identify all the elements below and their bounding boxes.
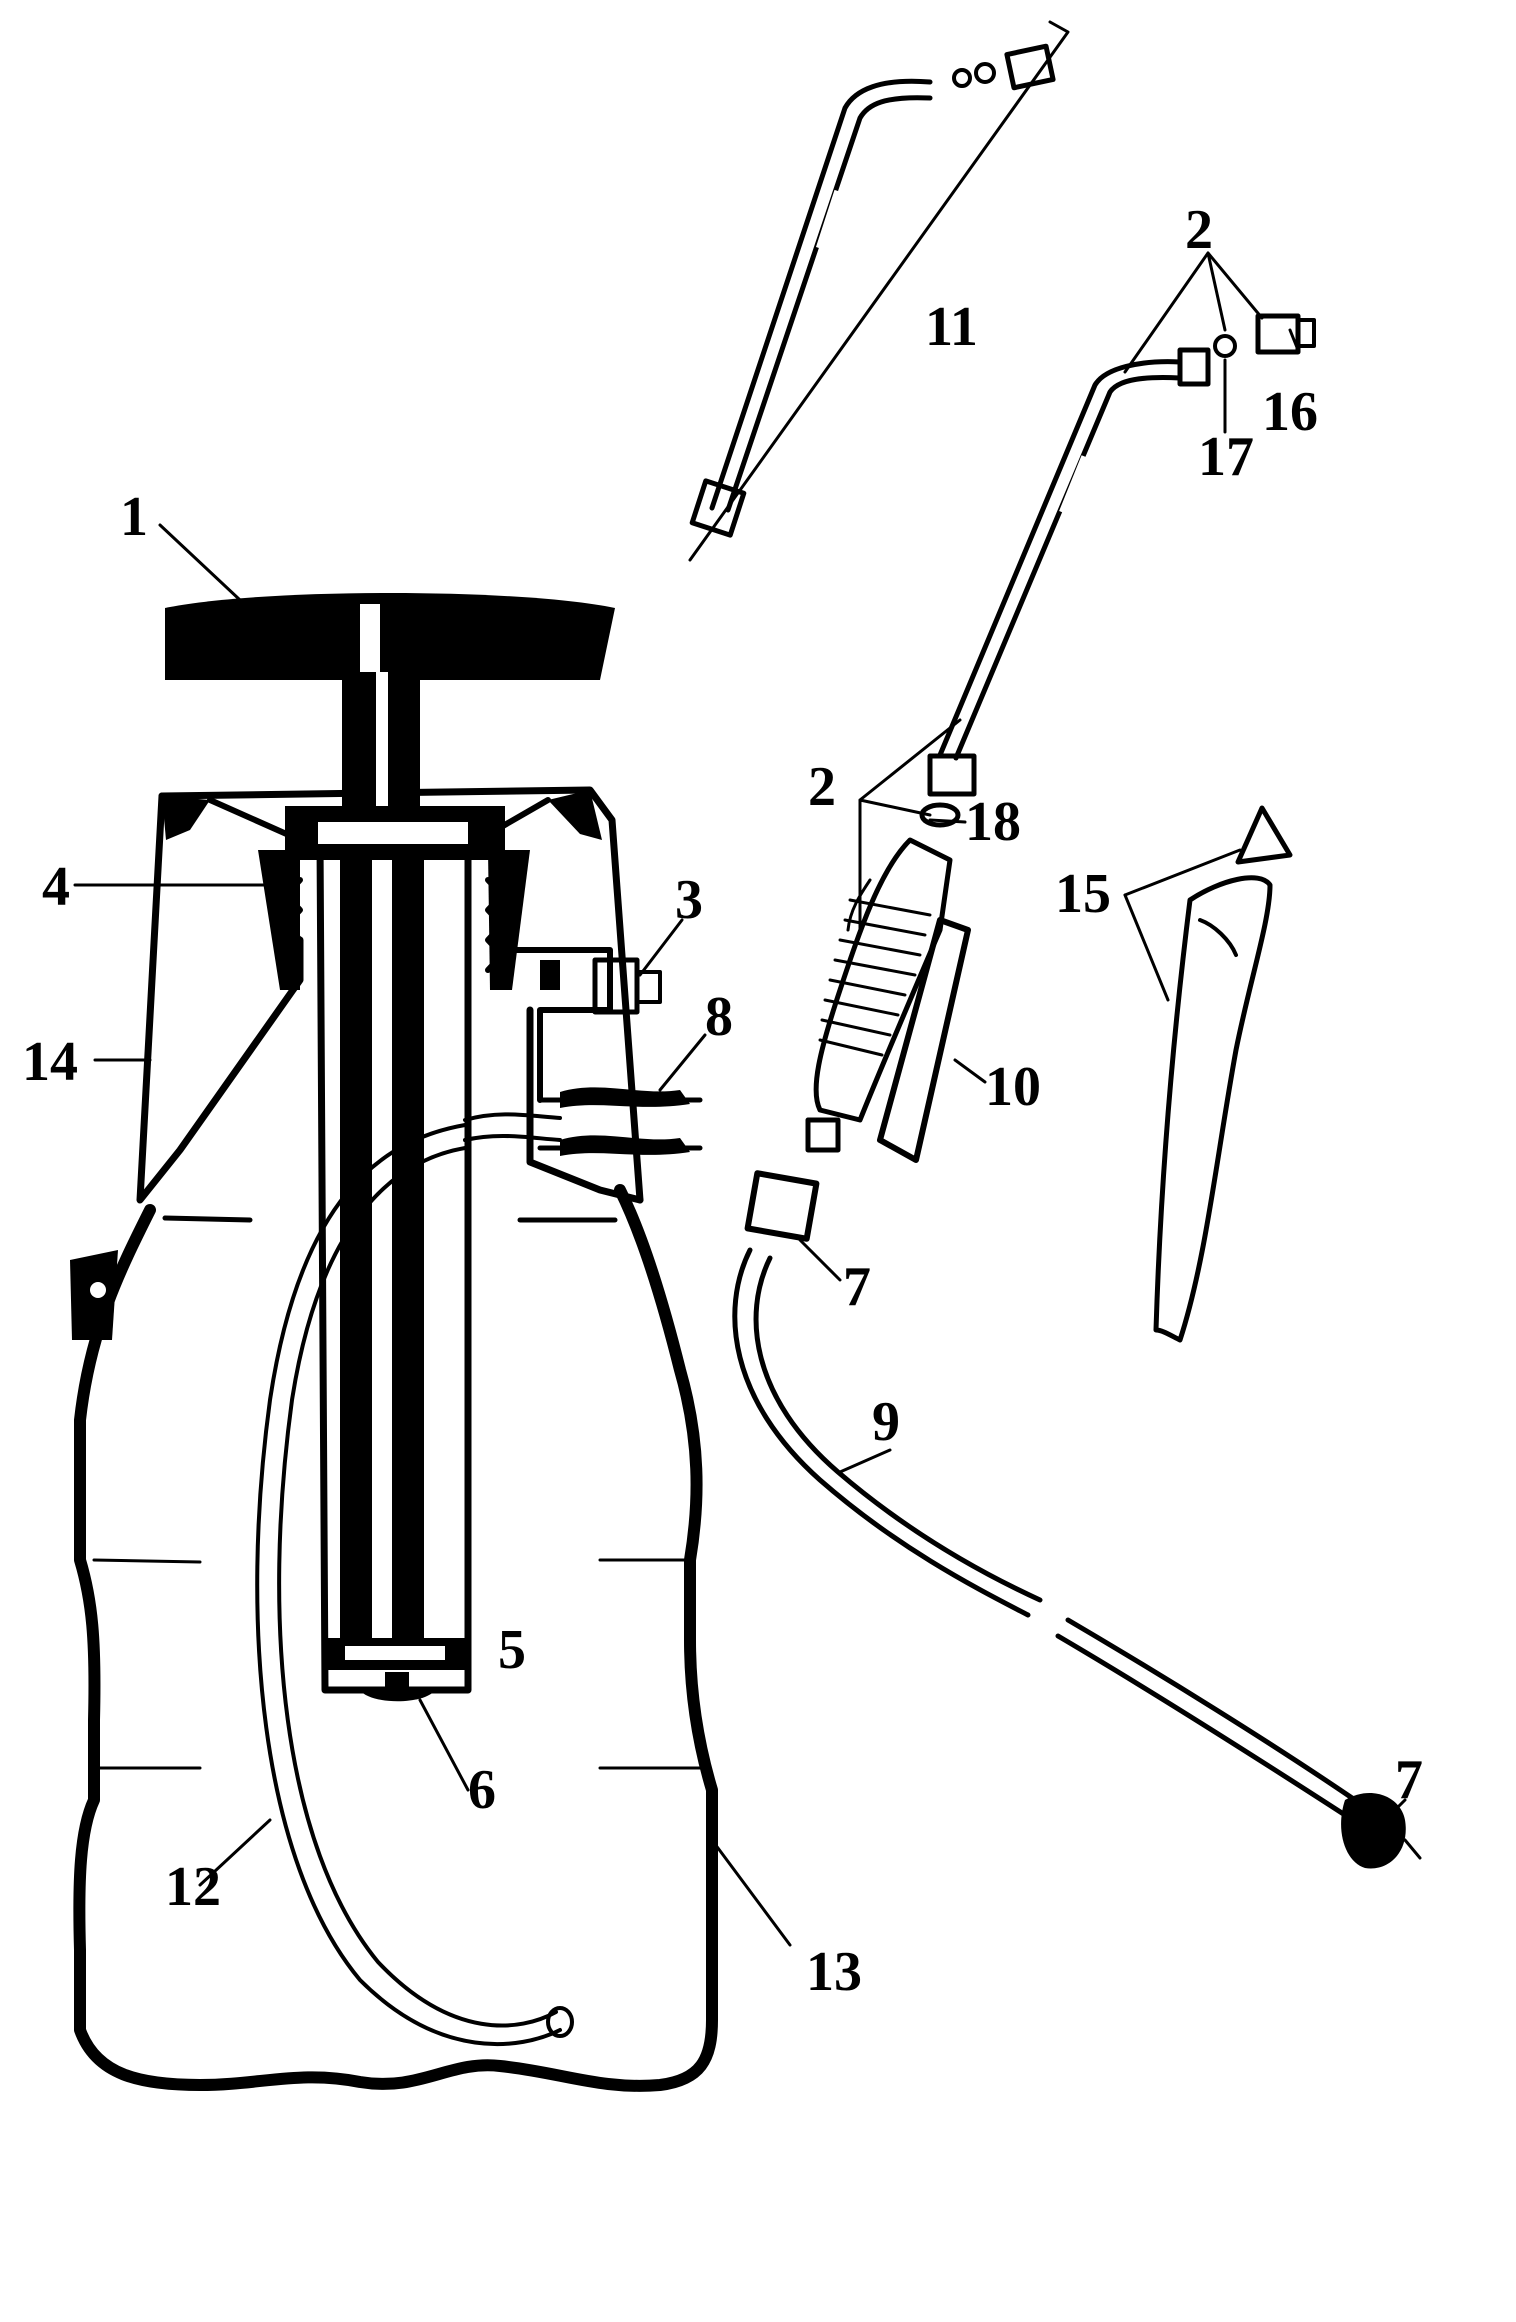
shoulder-strap (1153, 805, 1293, 1343)
pump-handle (165, 593, 615, 832)
label-lance-washer: 18 (965, 791, 1021, 853)
shut-off-valve (805, 802, 971, 1163)
hose-connector (463, 1006, 703, 1204)
label-pressure-valve: 3 (675, 869, 703, 931)
dip-tube (255, 1123, 574, 2047)
callout-lines (73, 251, 1407, 1947)
label-handle: 1 (120, 486, 148, 548)
tank (70, 1184, 718, 2092)
label-nozzle-set: 2 (808, 756, 836, 818)
label-hose: 9 (872, 1391, 900, 1453)
label-tank: 13 (806, 1941, 862, 2003)
pressure-valve (507, 947, 662, 1103)
label-extension-lance: 11 (925, 296, 978, 358)
label-shut-off-valve: 10 (985, 1056, 1041, 1118)
callout-labels: 1 2 2 3 4 5 6 7 7 8 9 10 11 12 13 14 15 … (22, 199, 1423, 2003)
label-nozzle-washer: 17 (1198, 426, 1254, 488)
label-hose-nut-lower: 7 (1395, 1749, 1423, 1811)
label-hose-nut: 7 (843, 1256, 871, 1318)
label-shoulder-strap: 15 (1055, 863, 1111, 925)
label-tank-collar: 14 (22, 1031, 78, 1093)
label-hose-connector: 8 (705, 986, 733, 1048)
pump-cylinder (258, 806, 530, 1702)
label-pump-seal: 4 (42, 856, 70, 918)
label-nozzle-set-upper: 2 (1185, 199, 1213, 261)
extension-lance (688, 20, 1070, 562)
label-check-valve: 6 (468, 1759, 496, 1821)
hose (732, 1170, 1422, 1869)
label-dip-tube: 12 (165, 1856, 221, 1918)
label-piston-seal: 5 (498, 1619, 526, 1681)
main-lance (927, 313, 1316, 797)
label-nozzle-tip: 16 (1262, 381, 1318, 443)
